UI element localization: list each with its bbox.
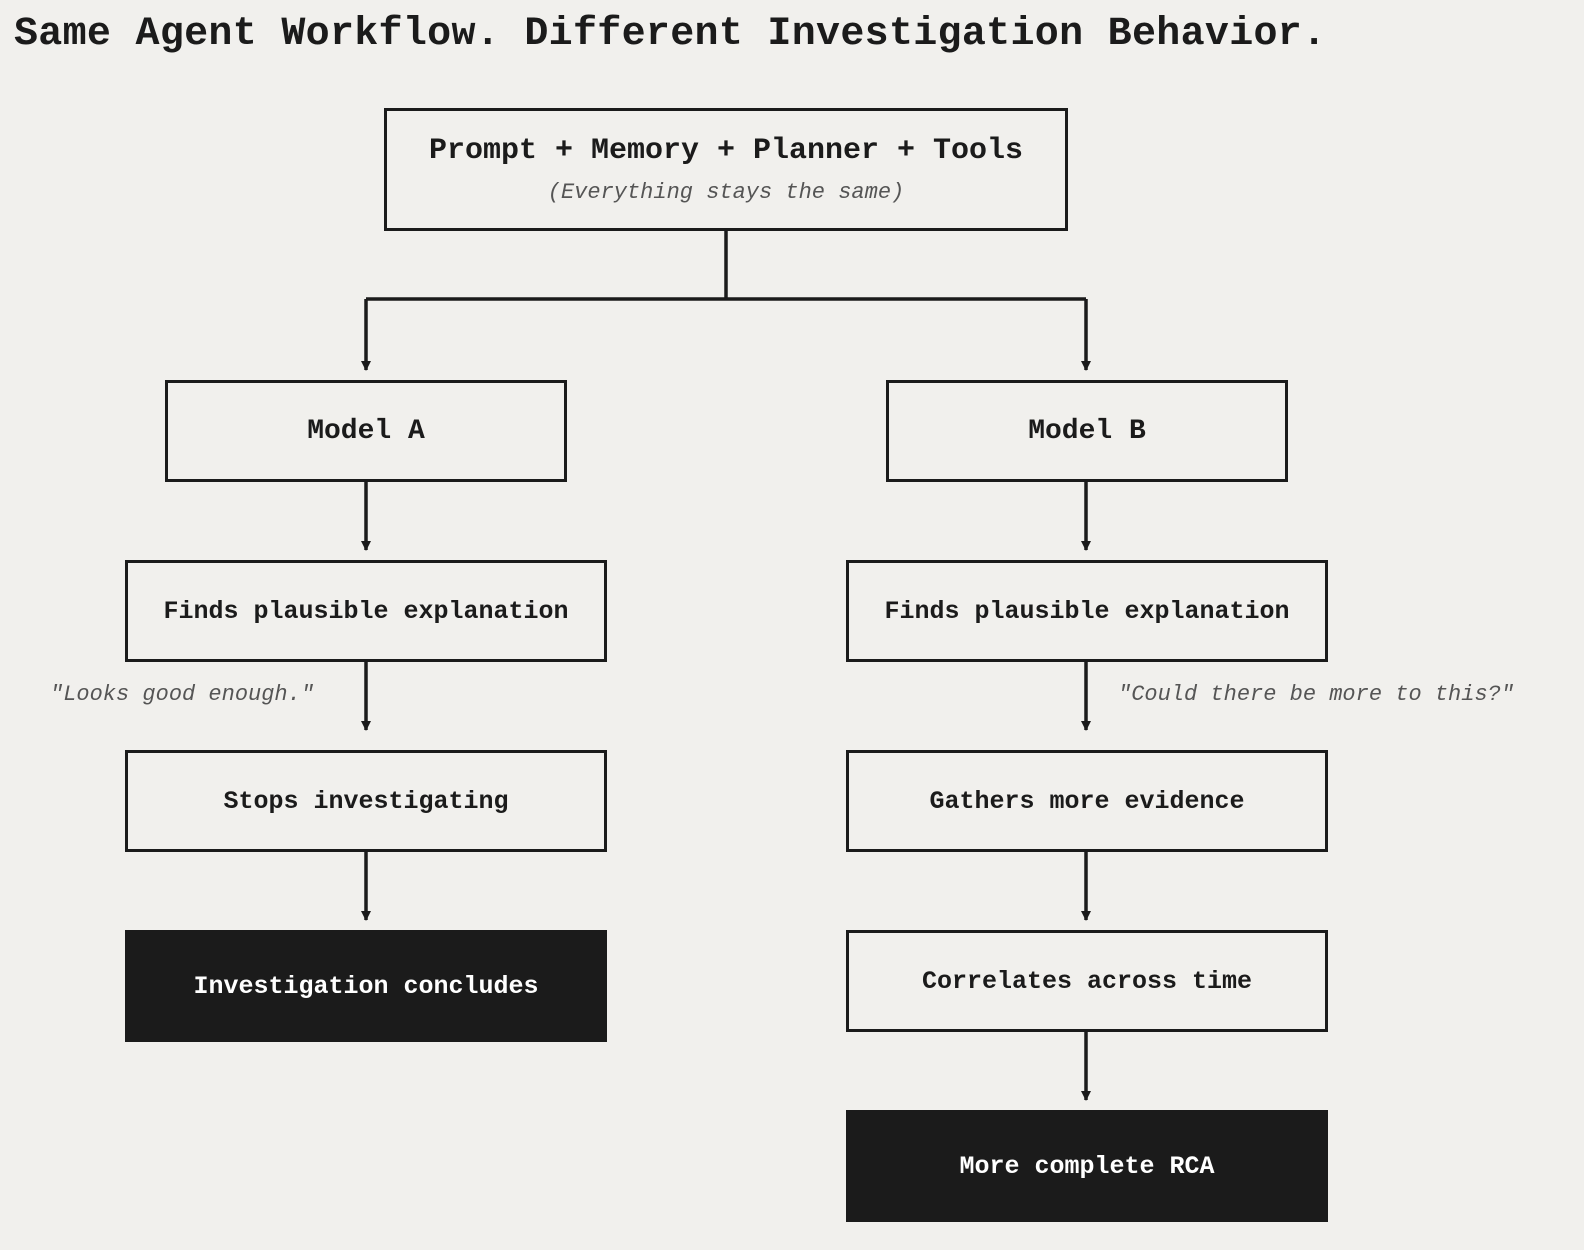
model-b-box: Model B (886, 380, 1288, 482)
shared-workflow-label: Prompt + Memory + Planner + Tools (428, 134, 1024, 168)
shared-workflow-subtitle: (Everything stays the same) (547, 180, 905, 205)
model-b-correlates-box: Correlates across time (846, 930, 1328, 1032)
diagram-title: Same Agent Workflow. Different Investiga… (14, 12, 1327, 57)
model-b-result-box: More complete RCA (846, 1110, 1328, 1222)
shared-workflow-box: Prompt + Memory + Planner + Tools (Every… (384, 108, 1068, 231)
model-a-stops-box: Stops investigating (125, 750, 607, 852)
model-a-finds-explanation-box: Finds plausible explanation (125, 560, 607, 662)
model-b-gathers-box: Gathers more evidence (846, 750, 1328, 852)
model-a-result-box: Investigation concludes (125, 930, 607, 1042)
model-b-finds-explanation-box: Finds plausible explanation (846, 560, 1328, 662)
model-a-box: Model A (165, 380, 567, 482)
model-b-annotation: "Could there be more to this?" (1118, 682, 1515, 707)
model-a-annotation: "Looks good enough." (50, 682, 315, 707)
